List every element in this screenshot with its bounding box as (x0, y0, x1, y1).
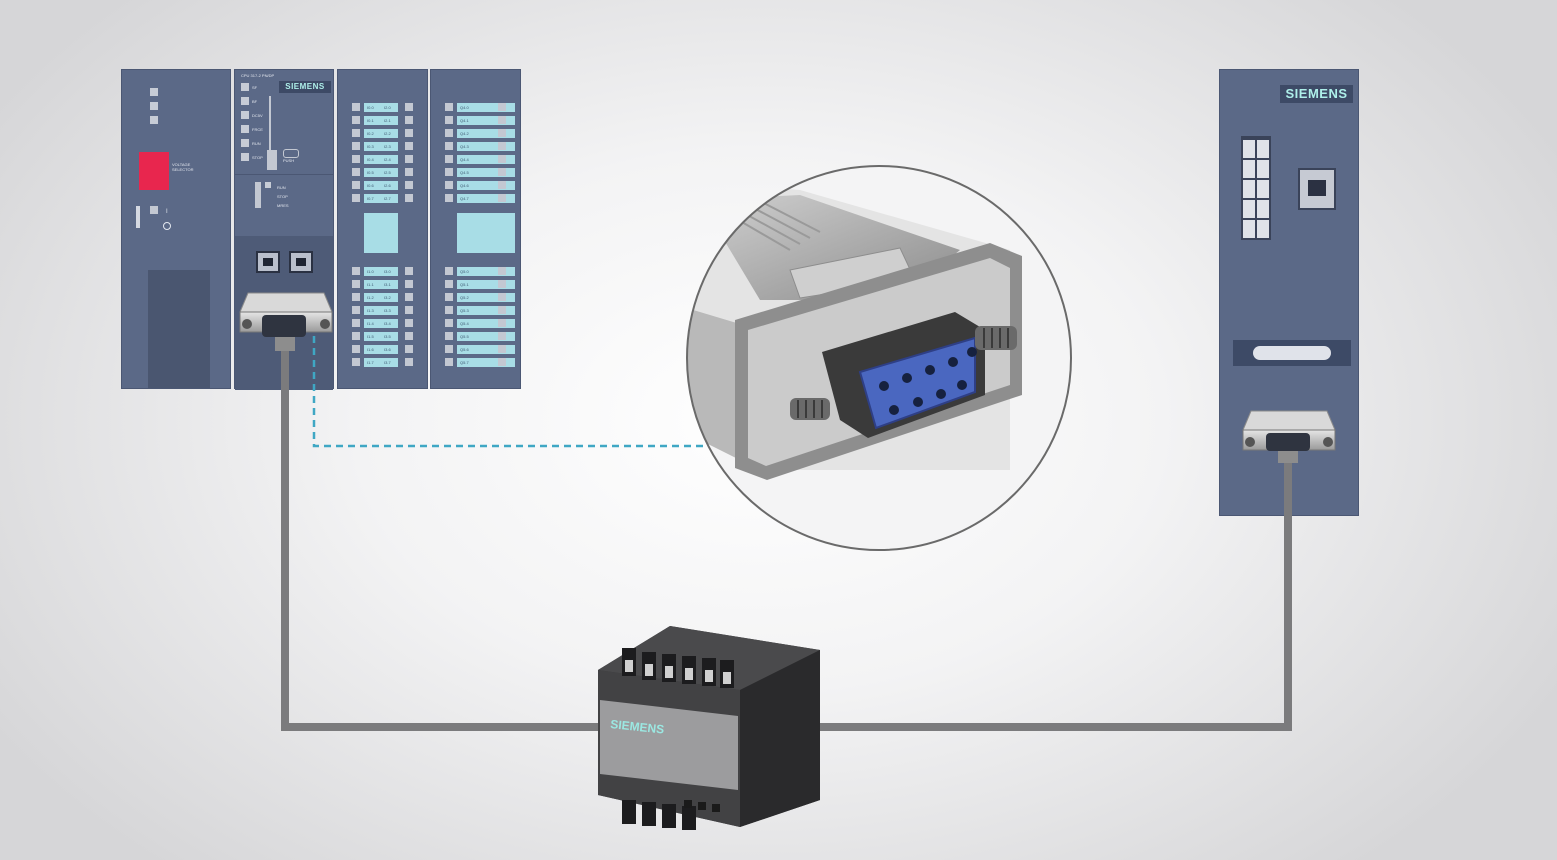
cpu-db9-plug[interactable] (240, 293, 332, 351)
zoom-leader-line (314, 336, 708, 446)
screw-lock-right (975, 326, 1017, 350)
remote-db9-plug[interactable] (1243, 411, 1335, 463)
profibus-repeater: SIEMENS (598, 626, 820, 830)
screw-lock-left (790, 398, 830, 420)
db9-connector-zoom-icon (660, 166, 1071, 550)
